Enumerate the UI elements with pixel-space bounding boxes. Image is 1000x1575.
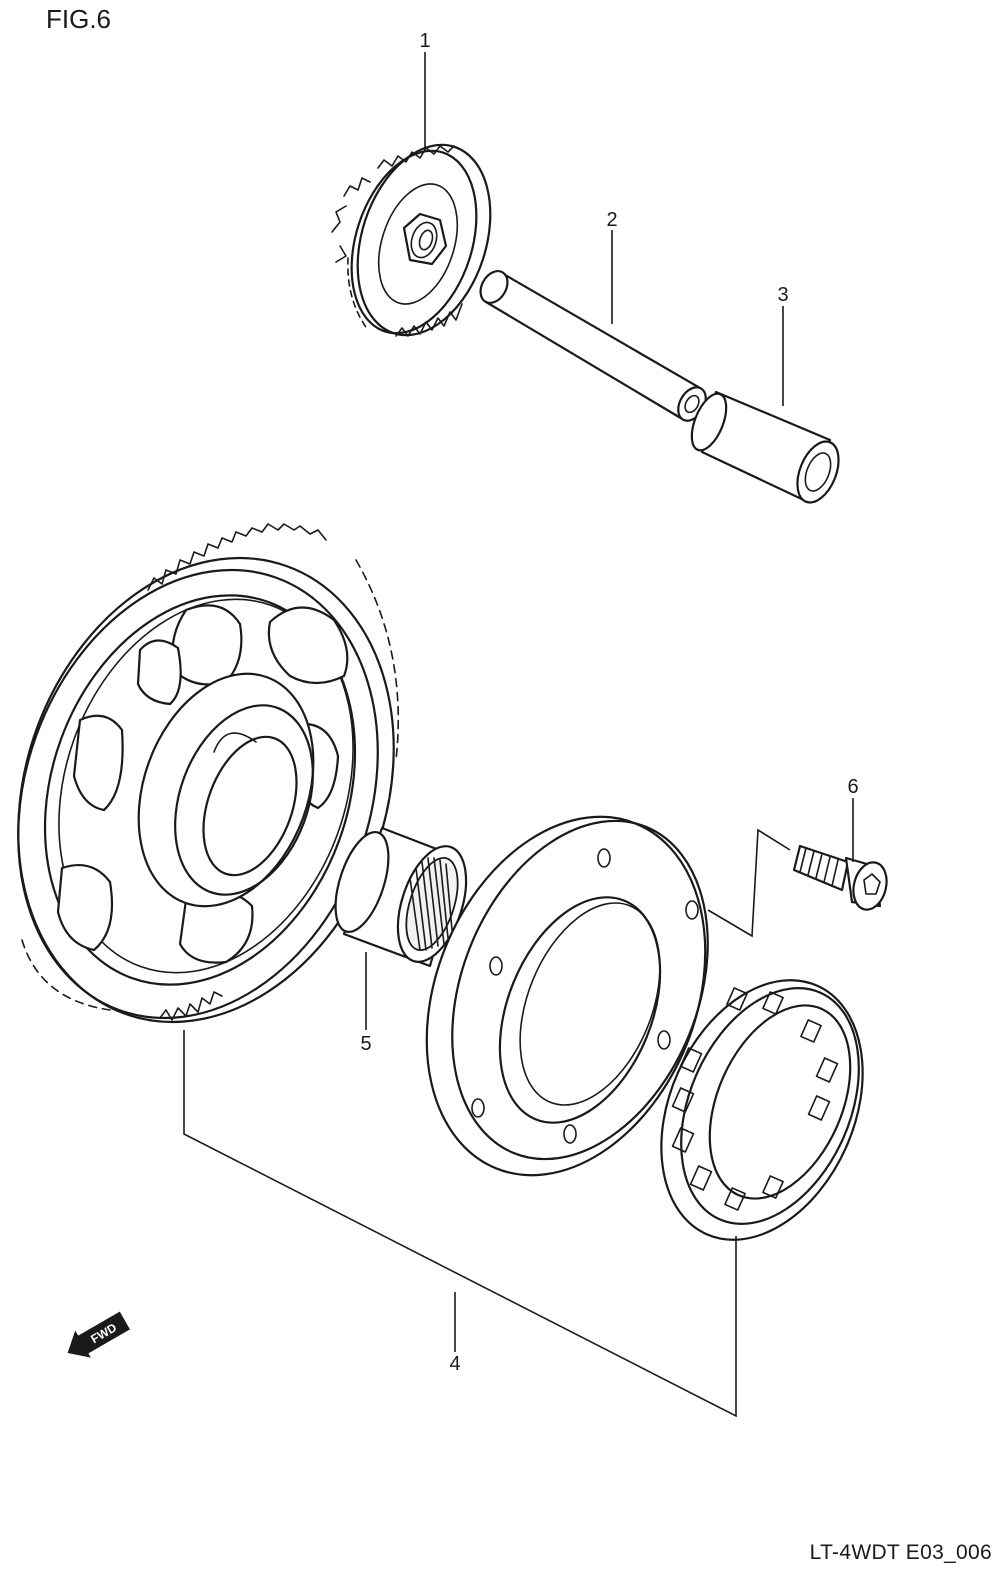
leader-lines	[183, 52, 854, 1418]
part-4-one-way-clutch	[660, 979, 864, 1241]
callout-labels: 1 2 3 4 5 6	[360, 30, 858, 1375]
callout-3: 3	[777, 284, 788, 306]
callout-6: 6	[847, 776, 858, 798]
part-3-collar	[690, 390, 840, 504]
drawing-code: LT-4WDT E03_006	[809, 1541, 992, 1564]
callout-1: 1	[419, 30, 430, 52]
figure-label: FIG.6	[46, 4, 112, 34]
callout-5: 5	[360, 1033, 371, 1055]
part-1-idle-gear	[331, 143, 492, 337]
part-4-clutch-housing	[425, 815, 709, 1177]
callout-2: 2	[606, 209, 617, 231]
callout-4: 4	[449, 1353, 460, 1375]
part-2-shaft	[479, 270, 707, 422]
part-5-needle-bearing	[334, 826, 468, 968]
fwd-arrow-icon: FWD	[67, 1311, 131, 1358]
part-4-driven-gear	[17, 523, 400, 1024]
part-6-bolt	[792, 844, 888, 911]
